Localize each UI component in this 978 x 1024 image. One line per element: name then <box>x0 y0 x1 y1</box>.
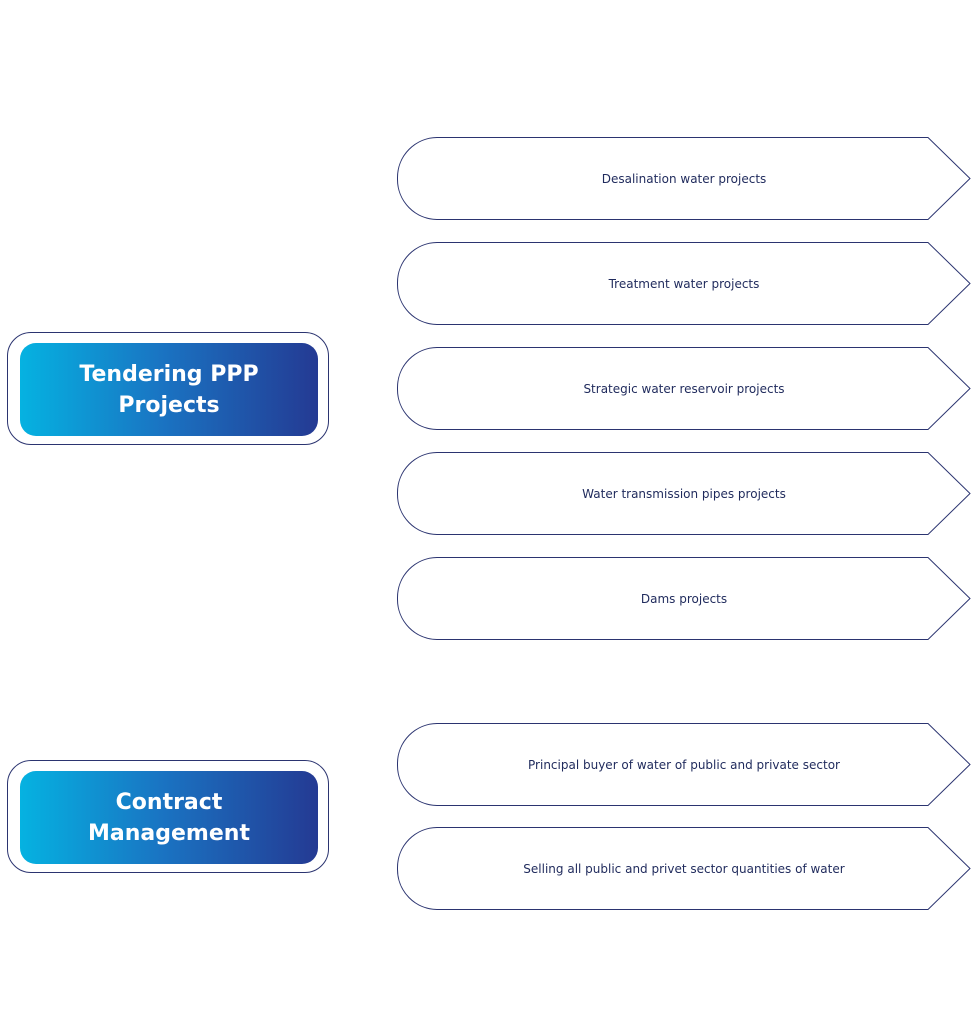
arrow-shape <box>397 242 971 325</box>
arrow-item-label: Water transmission pipes projects <box>582 486 786 501</box>
arrow-item-label: Treatment water projects <box>608 276 760 291</box>
arrow-item-label: Desalination water projects <box>601 171 767 186</box>
arrow-shape <box>397 137 971 220</box>
group-contract-management: Contract Management <box>7 760 329 873</box>
group-title-tendering: Tendering PPP Projects <box>20 343 318 436</box>
arrow-item-dams: Dams projects <box>397 557 971 640</box>
arrow-item-principal-buyer: Principal buyer of water of public and p… <box>397 723 971 806</box>
arrow-item-transmission-pipes: Water transmission pipes projects <box>397 452 971 535</box>
arrow-item-strategic-reservoir: Strategic water reservoir projects <box>397 347 971 430</box>
arrow-item-selling-quantities: Selling all public and privet sector qua… <box>397 827 971 910</box>
arrow-item-label: Dams projects <box>640 591 728 606</box>
arrow-item-label: Selling all public and privet sector qua… <box>523 861 845 876</box>
arrow-shape <box>397 557 971 640</box>
arrow-shape <box>397 347 971 430</box>
arrow-shape <box>397 452 971 535</box>
arrow-item-label: Principal buyer of water of public and p… <box>528 757 840 772</box>
arrow-shape <box>397 723 971 806</box>
arrow-item-desalination: Desalination water projects <box>397 137 971 220</box>
arrow-shape <box>397 827 971 910</box>
arrow-item-treatment: Treatment water projects <box>397 242 971 325</box>
arrow-item-label: Strategic water reservoir projects <box>583 381 785 396</box>
group-title-contract: Contract Management <box>20 771 318 864</box>
group-tendering-ppp-projects: Tendering PPP Projects <box>7 332 329 445</box>
